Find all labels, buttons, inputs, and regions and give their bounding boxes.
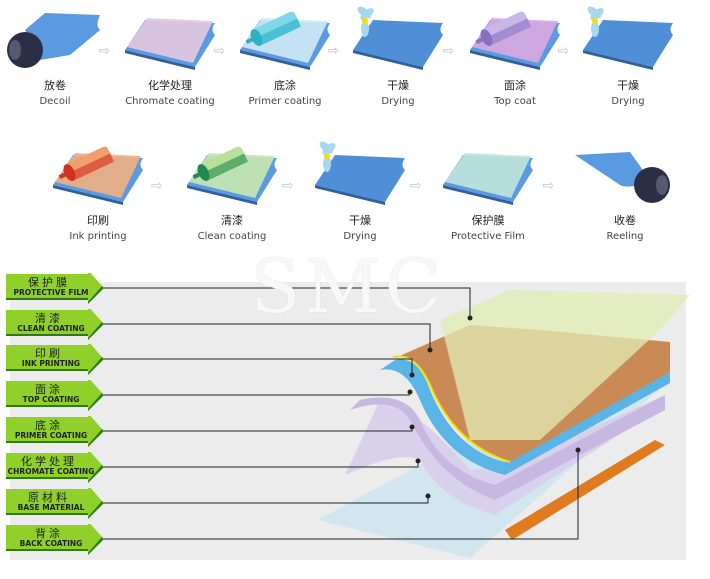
layer-primer-coating: [350, 395, 665, 500]
leader-line: [100, 287, 471, 318]
step-label-en: Drying: [343, 231, 377, 242]
step-label-cn: 清漆: [221, 214, 243, 227]
process-step-sheet-pink: 化学处理 Chromate coating: [110, 5, 230, 107]
leader-line: [100, 358, 413, 375]
flow-arrow-icon: ⇨: [213, 43, 226, 59]
layer-chromate-coating: [345, 395, 665, 515]
fan-sheet-icon: [300, 140, 420, 210]
process-step-fan-sheet: 干燥 Drying: [338, 5, 458, 107]
step-label-en: Drying: [611, 96, 645, 107]
reel-roll-icon: [565, 140, 685, 210]
step-label-en: Protective Film: [451, 231, 525, 242]
layer-top-coating: [380, 359, 670, 475]
step-label-en: Clean coating: [197, 231, 267, 242]
leader-line: [100, 323, 431, 350]
process-step-roller-green: 清漆 Clean coating: [172, 140, 292, 242]
leader-dot: [409, 424, 415, 430]
process-step-roller-cyan: 底涂 Primer coating: [225, 5, 345, 107]
layer-label-cn: 印刷: [35, 347, 63, 360]
layer-clean-coating-line: [392, 355, 511, 463]
step-label-en: Drying: [381, 96, 415, 107]
layer-back-coating: [505, 440, 665, 540]
process-step-roller-red: 印刷 Ink printing: [38, 140, 158, 242]
layer-label-en: CHROMATE COATING: [7, 467, 95, 476]
leader-dot: [409, 372, 415, 378]
flow-arrow-icon: ⇨: [282, 178, 294, 194]
watermark: SMC: [250, 244, 446, 330]
step-label-en: Reeling: [606, 231, 644, 242]
step-label-en: Top coat: [494, 96, 536, 107]
flow-arrow-icon: ⇨: [327, 43, 340, 59]
roller-purple-icon: [455, 5, 575, 75]
roller-red-icon: [38, 140, 158, 210]
step-label-en: Primer coating: [248, 96, 322, 107]
flow-arrow-icon: ⇨: [151, 178, 163, 194]
leader-dot: [467, 315, 473, 321]
step-label-cn: 干燥: [617, 79, 639, 92]
layer-label-cn: 底涂: [35, 419, 63, 432]
layer-label-en: INK PRINTING: [21, 359, 81, 368]
leader-dot: [427, 347, 433, 353]
layer-label-en: TOP COATING: [22, 395, 80, 404]
step-label-cn: 印刷: [87, 214, 109, 227]
step-label-cn: 放卷: [44, 79, 66, 92]
process-step-decoil-roll: 放卷 Decoil: [0, 5, 115, 107]
leader-dot: [407, 389, 413, 395]
process-step-roller-purple: 面涂 Top coat: [455, 5, 575, 107]
step-label-cn: 保护膜: [471, 214, 505, 227]
layer-label-en: PRIMER COATING: [14, 431, 88, 440]
step-label-en: Decoil: [39, 96, 71, 107]
step-label-en: Chromate coating: [125, 96, 215, 107]
sheet-pink-icon: [110, 5, 230, 75]
leader-dot: [415, 458, 421, 464]
layer-label-cn: 原材料: [28, 491, 70, 504]
roller-cyan-icon: [225, 5, 345, 75]
flow-arrow-icon: ⇨: [557, 43, 570, 59]
step-label-cn: 化学处理: [148, 79, 192, 92]
layer-label-cn: 化学处理: [21, 455, 77, 468]
process-step-fan-sheet: 干燥 Drying: [300, 140, 420, 242]
flow-arrow-icon: ⇨: [542, 178, 555, 194]
layer-protective-film: [440, 290, 690, 440]
leader-dot: [425, 493, 431, 499]
leader-dot: [575, 447, 581, 453]
step-label-cn: 干燥: [349, 214, 371, 227]
step-label-cn: 干燥: [387, 79, 409, 92]
flow-arrow-icon: ⇨: [98, 43, 111, 59]
layer-label-cn: 面涂: [35, 383, 63, 396]
layer-label-cn: 保护膜: [28, 276, 70, 289]
flow-arrow-icon: ⇨: [442, 43, 455, 59]
leader-line: [100, 450, 579, 540]
fan-sheet-icon: [568, 5, 688, 75]
step-label-en: Ink printing: [69, 231, 127, 242]
step-label-cn: 收卷: [614, 214, 636, 227]
process-step-fan-sheet: 干燥 Drying: [568, 5, 688, 107]
decoil-roll-icon: [0, 5, 115, 75]
roller-green-icon: [172, 140, 292, 210]
leader-line: [100, 427, 413, 432]
layer-label-cn: 背涂: [35, 527, 63, 540]
step-label-cn: 面涂: [504, 79, 526, 92]
layer-label-en: BACK COATING: [19, 539, 83, 548]
layer-label-en: BASE MATERIAL: [17, 503, 85, 512]
flow-arrow-icon: ⇨: [410, 178, 422, 194]
layer-label-cn: 清漆: [35, 312, 63, 325]
fan-sheet-icon: [338, 5, 458, 75]
step-label-cn: 底涂: [274, 79, 296, 92]
process-step-sheet-teal: 保护膜 Protective Film: [428, 140, 548, 242]
process-step-reel-roll: 收卷 Reeling: [565, 140, 685, 242]
sheet-teal-icon: [428, 140, 548, 210]
layer-label-en: PROTECTIVE FILM: [13, 288, 89, 297]
layer-label-en: CLEAN COATING: [17, 324, 85, 333]
